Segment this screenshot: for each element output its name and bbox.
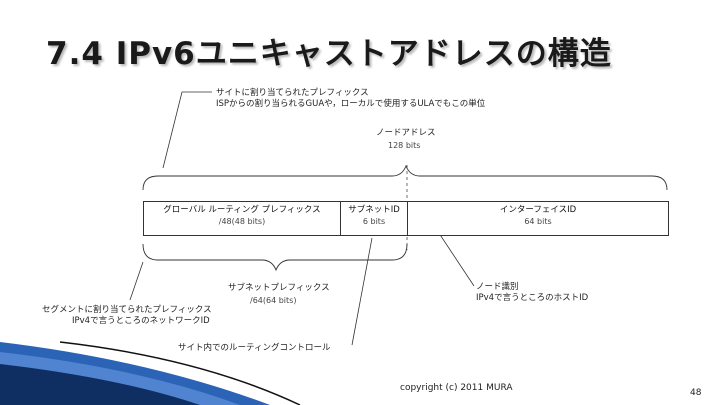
node-address-label: ノードアドレス: [376, 128, 436, 138]
address-structure-box: グローバル ルーティング プレフィックス /48(48 bits) サブネットI…: [143, 201, 669, 236]
segment-note-line1: セグメントに割り当てられたプレフィックス: [42, 305, 212, 315]
page-number: 48: [690, 388, 702, 398]
segment-note: セグメントに割り当てられたプレフィックス IPv4で言うところのネットワークID: [42, 305, 212, 327]
interface-id-bits: 64 bits: [524, 217, 552, 226]
copyright: copyright (c) 2011 MURA: [400, 383, 513, 393]
top-note: サイトに割り当てられたプレフィックス ISPからの割り当られるGUAや，ローカル…: [216, 88, 485, 110]
node-id-note-line2: IPv4で言うところのホストID: [476, 293, 589, 303]
site-routing-label: サイト内でのルーティングコントロール: [178, 343, 331, 353]
subnet-prefix-bits: /64(64 bits): [250, 296, 297, 305]
page-title: 7.4 IPv6ユニキャストアドレスの構造: [46, 36, 612, 72]
segment-note-line2: IPv4で言うところのネットワークID: [72, 316, 210, 326]
subnet-id-bits: 6 bits: [362, 217, 386, 226]
top-note-line1: サイトに割り当てられたプレフィックス: [216, 88, 369, 98]
global-routing-prefix-bits: /48(48 bits): [218, 217, 266, 226]
interface-id-field: インターフェイスID 64 bits: [408, 202, 668, 235]
global-routing-prefix-name: グローバル ルーティング プレフィックス: [163, 205, 321, 215]
subnet-id-field: サブネットID 6 bits: [341, 202, 408, 235]
top-note-line2: ISPからの割り当られるGUAや，ローカルで使用するULAでもこの単位: [216, 99, 486, 109]
subnet-id-name: サブネットID: [348, 205, 400, 215]
node-address-bits: 128 bits: [388, 141, 421, 150]
node-id-note: ノード識別 IPv4で言うところのホストID: [476, 282, 588, 304]
interface-id-name: インターフェイスID: [499, 205, 577, 215]
node-id-note-line1: ノード識別: [476, 282, 519, 292]
global-routing-prefix-field: グローバル ルーティング プレフィックス /48(48 bits): [144, 202, 341, 235]
subnet-prefix-label: サブネットプレフィックス: [228, 283, 330, 293]
